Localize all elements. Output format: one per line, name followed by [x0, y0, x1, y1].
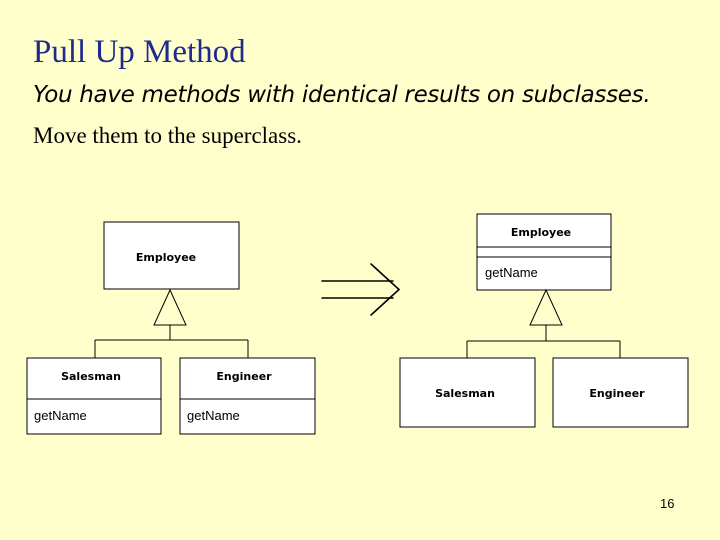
after-inheritance-connector — [466, 288, 621, 358]
before-engineer-class: Engineer getName — [179, 357, 316, 435]
before-engineer-name: Engineer — [216, 370, 272, 383]
after-inheritance-triangle — [529, 288, 563, 326]
slide-title: Pull Up Method — [33, 34, 246, 70]
after-employee-method: getName — [485, 265, 538, 280]
page-number: 16 — [660, 496, 675, 511]
before-diagram: Employee Salesman getName Engineer getNa… — [26, 221, 316, 435]
after-engineer-class: Engineer — [552, 357, 689, 428]
before-employee-class: Employee — [103, 221, 240, 290]
slide-instruction: Move them to the superclass. — [33, 123, 302, 148]
before-salesman-method: getName — [34, 408, 87, 423]
before-salesman-name: Salesman — [61, 370, 121, 383]
before-inheritance-connector — [94, 288, 249, 358]
transformation-arrow-icon — [321, 263, 401, 316]
after-employee-class: Employee getName — [476, 213, 612, 291]
before-inheritance-triangle — [153, 288, 187, 326]
before-employee-name: Employee — [136, 251, 196, 264]
after-salesman-name: Salesman — [435, 387, 495, 400]
after-employee-name: Employee — [511, 226, 571, 239]
after-diagram: Employee getName Salesman Engineer — [399, 213, 689, 428]
after-engineer-name: Engineer — [589, 387, 645, 400]
after-salesman-class: Salesman — [399, 357, 536, 428]
before-engineer-method: getName — [187, 408, 240, 423]
slide-subtitle: You have methods with identical results … — [33, 82, 651, 108]
before-salesman-class: Salesman getName — [26, 357, 162, 435]
